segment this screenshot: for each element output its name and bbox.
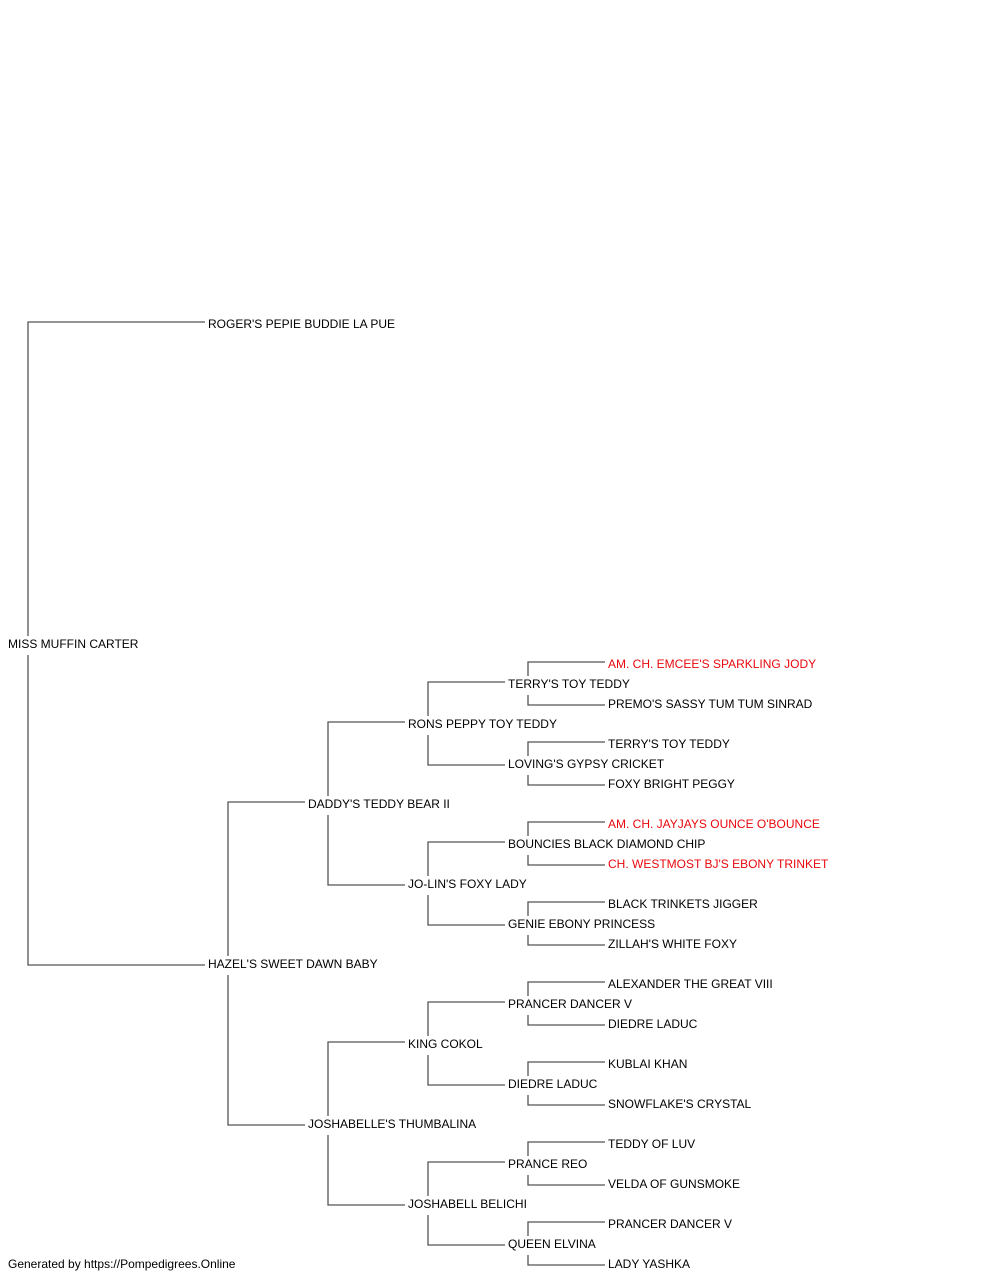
ancestor-g6: TERRY'S TOY TEDDY (608, 737, 730, 751)
dam-sire-name: DADDY'S TEDDY BEAR II (308, 797, 450, 811)
dam-dam-name: JOSHABELLE'S THUMBALINA (308, 1117, 477, 1131)
connector-ds-sire (327, 721, 405, 796)
connector-dam-dam (227, 975, 305, 1126)
ancestor-g6: TEDDY OF LUV (608, 1137, 696, 1151)
ancestor-g6: ZILLAH'S WHITE FOXY (608, 937, 737, 951)
ancestor-g5: BOUNCIES BLACK DIAMOND CHIP (508, 837, 706, 851)
ancestor-g6: PRANCER DANCER V (608, 1217, 733, 1231)
ancestor-g5: DIEDRE LADUC (508, 1077, 598, 1091)
ancestor-g6: VELDA OF GUNSMOKE (608, 1177, 741, 1191)
ancestor-g6: ALEXANDER THE GREAT VIII (608, 977, 773, 991)
ancestor-g5: PRANCE REO (508, 1157, 588, 1171)
ancestor-g6: PREMO'S SASSY TUM TUM SINRAD (608, 697, 813, 711)
connector-dam (27, 655, 205, 966)
subject-name: MISS MUFFIN CARTER (8, 637, 139, 651)
ancestor-g5: LOVING'S GYPSY CRICKET (508, 757, 665, 771)
champion-ancestor: AM. CH. JAYJAYS OUNCE O'BOUNCE (608, 817, 820, 831)
connector-sire (27, 321, 205, 636)
sire-name: ROGER'S PEPIE BUDDIE LA PUE (208, 317, 396, 331)
ancestor-g6: FOXY BRIGHT PEGGY (608, 777, 735, 791)
ancestor-g4: KING COKOL (408, 1037, 483, 1051)
ancestor-g6: BLACK TRINKETS JIGGER (608, 897, 758, 911)
ancestor-g4: JO-LIN'S FOXY LADY (408, 877, 527, 891)
ancestor-g5: QUEEN ELVINA (508, 1237, 596, 1251)
ancestor-g6: LADY YASHKA (608, 1257, 691, 1271)
ancestor-g6: SNOWFLAKE'S CRYSTAL (608, 1097, 752, 1111)
champion-ancestor: CH. WESTMOST BJ'S EBONY TRINKET (608, 857, 829, 871)
connector-ds-dam (327, 815, 405, 886)
ancestor-g5: PRANCER DANCER V (508, 997, 633, 1011)
connector-dd-sire (327, 1041, 405, 1116)
ancestor-g4: RONS PEPPY TOY TEDDY (408, 717, 557, 731)
dam-name: HAZEL'S SWEET DAWN BABY (208, 957, 378, 971)
ancestor-g4: JOSHABELL BELICHI (408, 1197, 527, 1211)
champion-ancestor: AM. CH. EMCEE'S SPARKLING JODY (608, 657, 817, 671)
connector-dd-dam (327, 1135, 405, 1206)
ancestor-g5: GENIE EBONY PRINCESS (508, 917, 656, 931)
ancestor-g6: KUBLAI KHAN (608, 1057, 688, 1071)
connector-dam-sire (227, 801, 305, 956)
ancestor-g6: DIEDRE LADUC (608, 1017, 698, 1031)
ancestor-g5: TERRY'S TOY TEDDY (508, 677, 630, 691)
generated-by-footer: Generated by https://Pompedigrees.Online (8, 1257, 236, 1271)
